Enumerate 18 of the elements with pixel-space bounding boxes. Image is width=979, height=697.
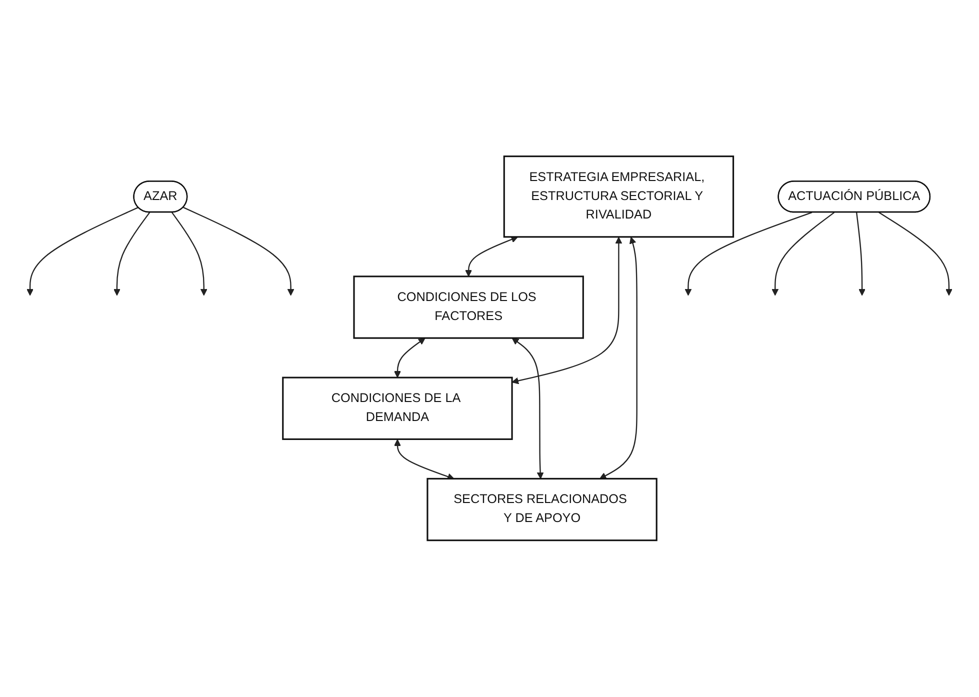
- arrow: [600, 237, 638, 480]
- arrow: [394, 338, 426, 378]
- arrow: [465, 236, 518, 277]
- node-box: ESTRATEGIA EMPRESARIAL, ESTRUCTURA SECTORIAL Y RIVALIDAD: [503, 156, 734, 238]
- arrow: [26, 207, 138, 296]
- arrow: [512, 338, 544, 480]
- node-box: CONDICIONES DE LA DEMANDA: [282, 376, 513, 440]
- arrow: [113, 212, 150, 296]
- arrow: [171, 212, 208, 296]
- node-box: SECTORES RELACIONADOS Y DE APOYO: [426, 478, 658, 542]
- arrow: [856, 212, 866, 296]
- arrow: [772, 212, 835, 296]
- arrow: [183, 207, 294, 296]
- arrow: [394, 439, 454, 480]
- node-box: CONDICIONES DE LOS FACTORES: [353, 276, 584, 340]
- arrow: [684, 212, 812, 296]
- arrow: [512, 237, 622, 384]
- arrow: [878, 212, 952, 296]
